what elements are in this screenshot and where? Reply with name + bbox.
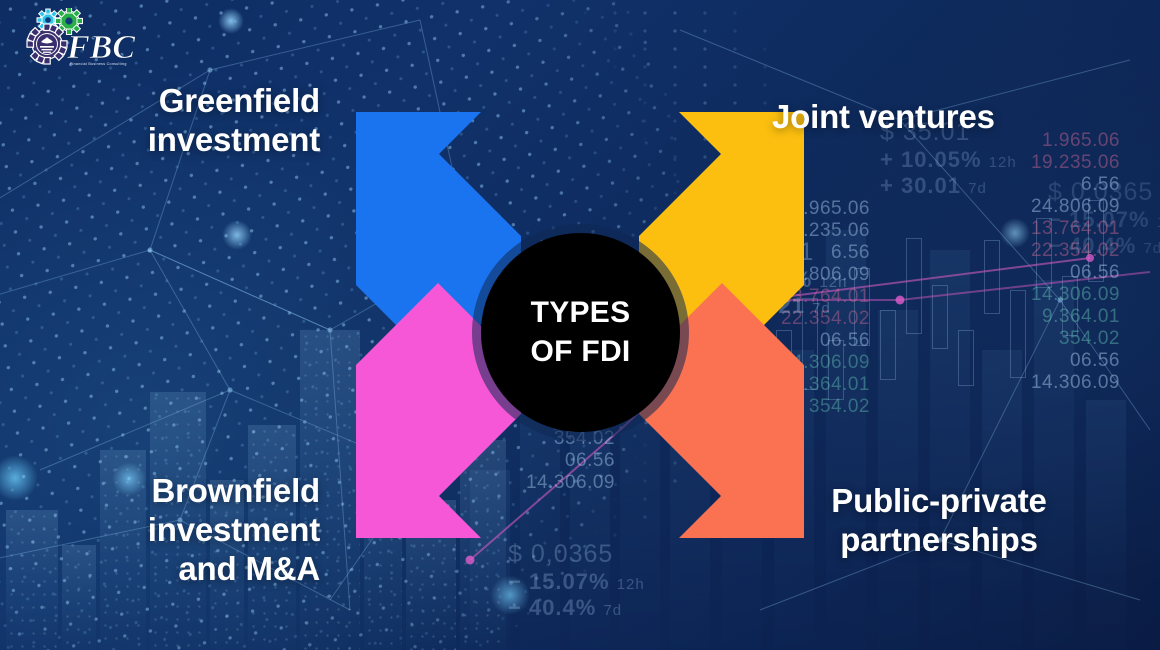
label-line: partnerships: [840, 520, 1038, 558]
center-title-line2: OF FDI: [530, 334, 631, 368]
fbc-logo[interactable]: FBC Financial Business Consulting: [14, 7, 144, 68]
joint-ventures-arrow[interactable]: [639, 112, 804, 367]
ppp-arrow[interactable]: [639, 283, 804, 538]
label-line: Greenfield: [158, 82, 320, 119]
fbc-tagline: Financial Business Consulting: [70, 62, 127, 66]
label-joint-ventures: Joint ventures: [772, 98, 1102, 137]
label-public-private-partnerships: Public-private partnerships: [774, 482, 1104, 560]
label-line: investment: [147, 510, 320, 548]
brownfield-arrow[interactable]: [356, 283, 521, 538]
center-title-line1: TYPES: [530, 296, 631, 330]
gears-logo-icon: FBC Financial Business Consulting: [26, 7, 136, 66]
label-line: Joint ventures: [772, 98, 995, 135]
center-label-circle: TYPES OF FDI: [481, 233, 680, 432]
label-line: Public-private: [831, 482, 1047, 519]
label-greenfield-investment: Greenfield investment: [20, 82, 320, 160]
fbc-wordmark: FBC: [66, 29, 135, 66]
label-line: and M&A: [178, 549, 320, 587]
label-line: Brownfield: [151, 472, 321, 509]
label-brownfield-investment: Brownfield investment and M&A: [20, 472, 320, 589]
label-line: investment: [147, 120, 320, 158]
